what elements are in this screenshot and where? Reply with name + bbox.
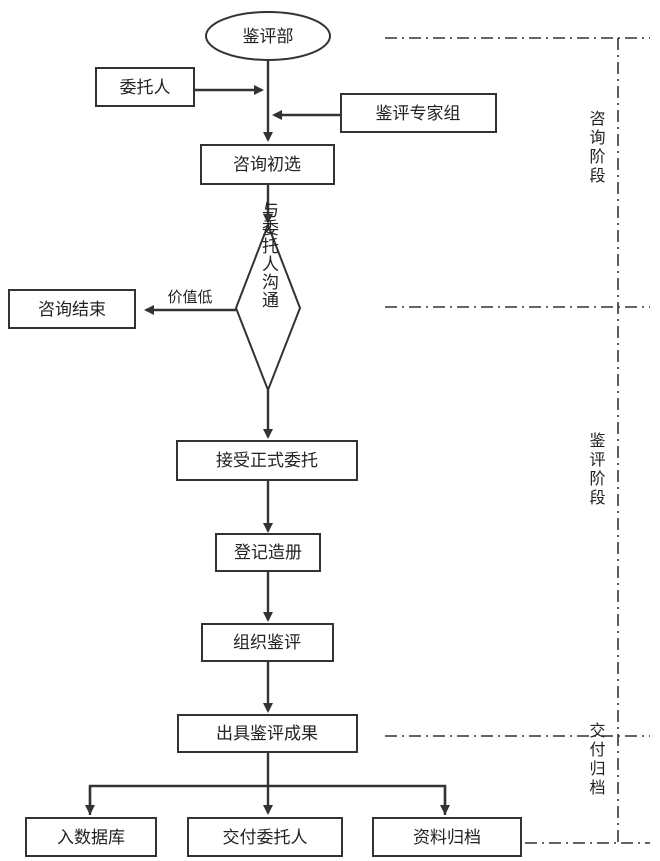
node-register-label: 登记造册 (234, 543, 302, 563)
node-deliver (187, 817, 343, 857)
phase-label-evaluation: 鉴评阶段 (587, 432, 606, 508)
phase-label-delivery: 交付归档 (587, 722, 606, 798)
edge-label-low-value: 价值低 (167, 288, 212, 306)
node-end-label: 咨询结束 (38, 300, 106, 320)
node-archive-label: 资料归档 (413, 828, 481, 848)
node-result (177, 714, 358, 753)
node-organize-label: 组织鉴评 (233, 633, 301, 653)
node-dept-label: 鉴评部 (243, 27, 294, 47)
node-deliver-label: 交付委托人 (223, 828, 308, 848)
node-dept (205, 11, 331, 61)
node-communicate (234, 222, 302, 393)
node-experts-label: 鉴评专家组 (376, 104, 461, 124)
node-organize (201, 623, 334, 662)
node-consult-label: 咨询初选 (233, 155, 301, 175)
node-database-label: 入数据库 (57, 828, 125, 848)
node-database (25, 817, 157, 857)
node-communicate-label: 与委托人沟通 (258, 201, 279, 309)
node-archive (372, 817, 522, 857)
node-accept-label: 接受正式委托 (216, 451, 318, 471)
phase-label-consult: 咨询阶段 (587, 110, 606, 186)
node-end (8, 289, 136, 329)
node-accept (176, 440, 358, 481)
node-client-label: 委托人 (120, 78, 171, 98)
node-consult (200, 144, 335, 185)
node-register (215, 533, 321, 572)
node-result-label: 出具鉴评成果 (216, 724, 318, 744)
node-client (95, 67, 195, 107)
node-experts (340, 93, 497, 133)
